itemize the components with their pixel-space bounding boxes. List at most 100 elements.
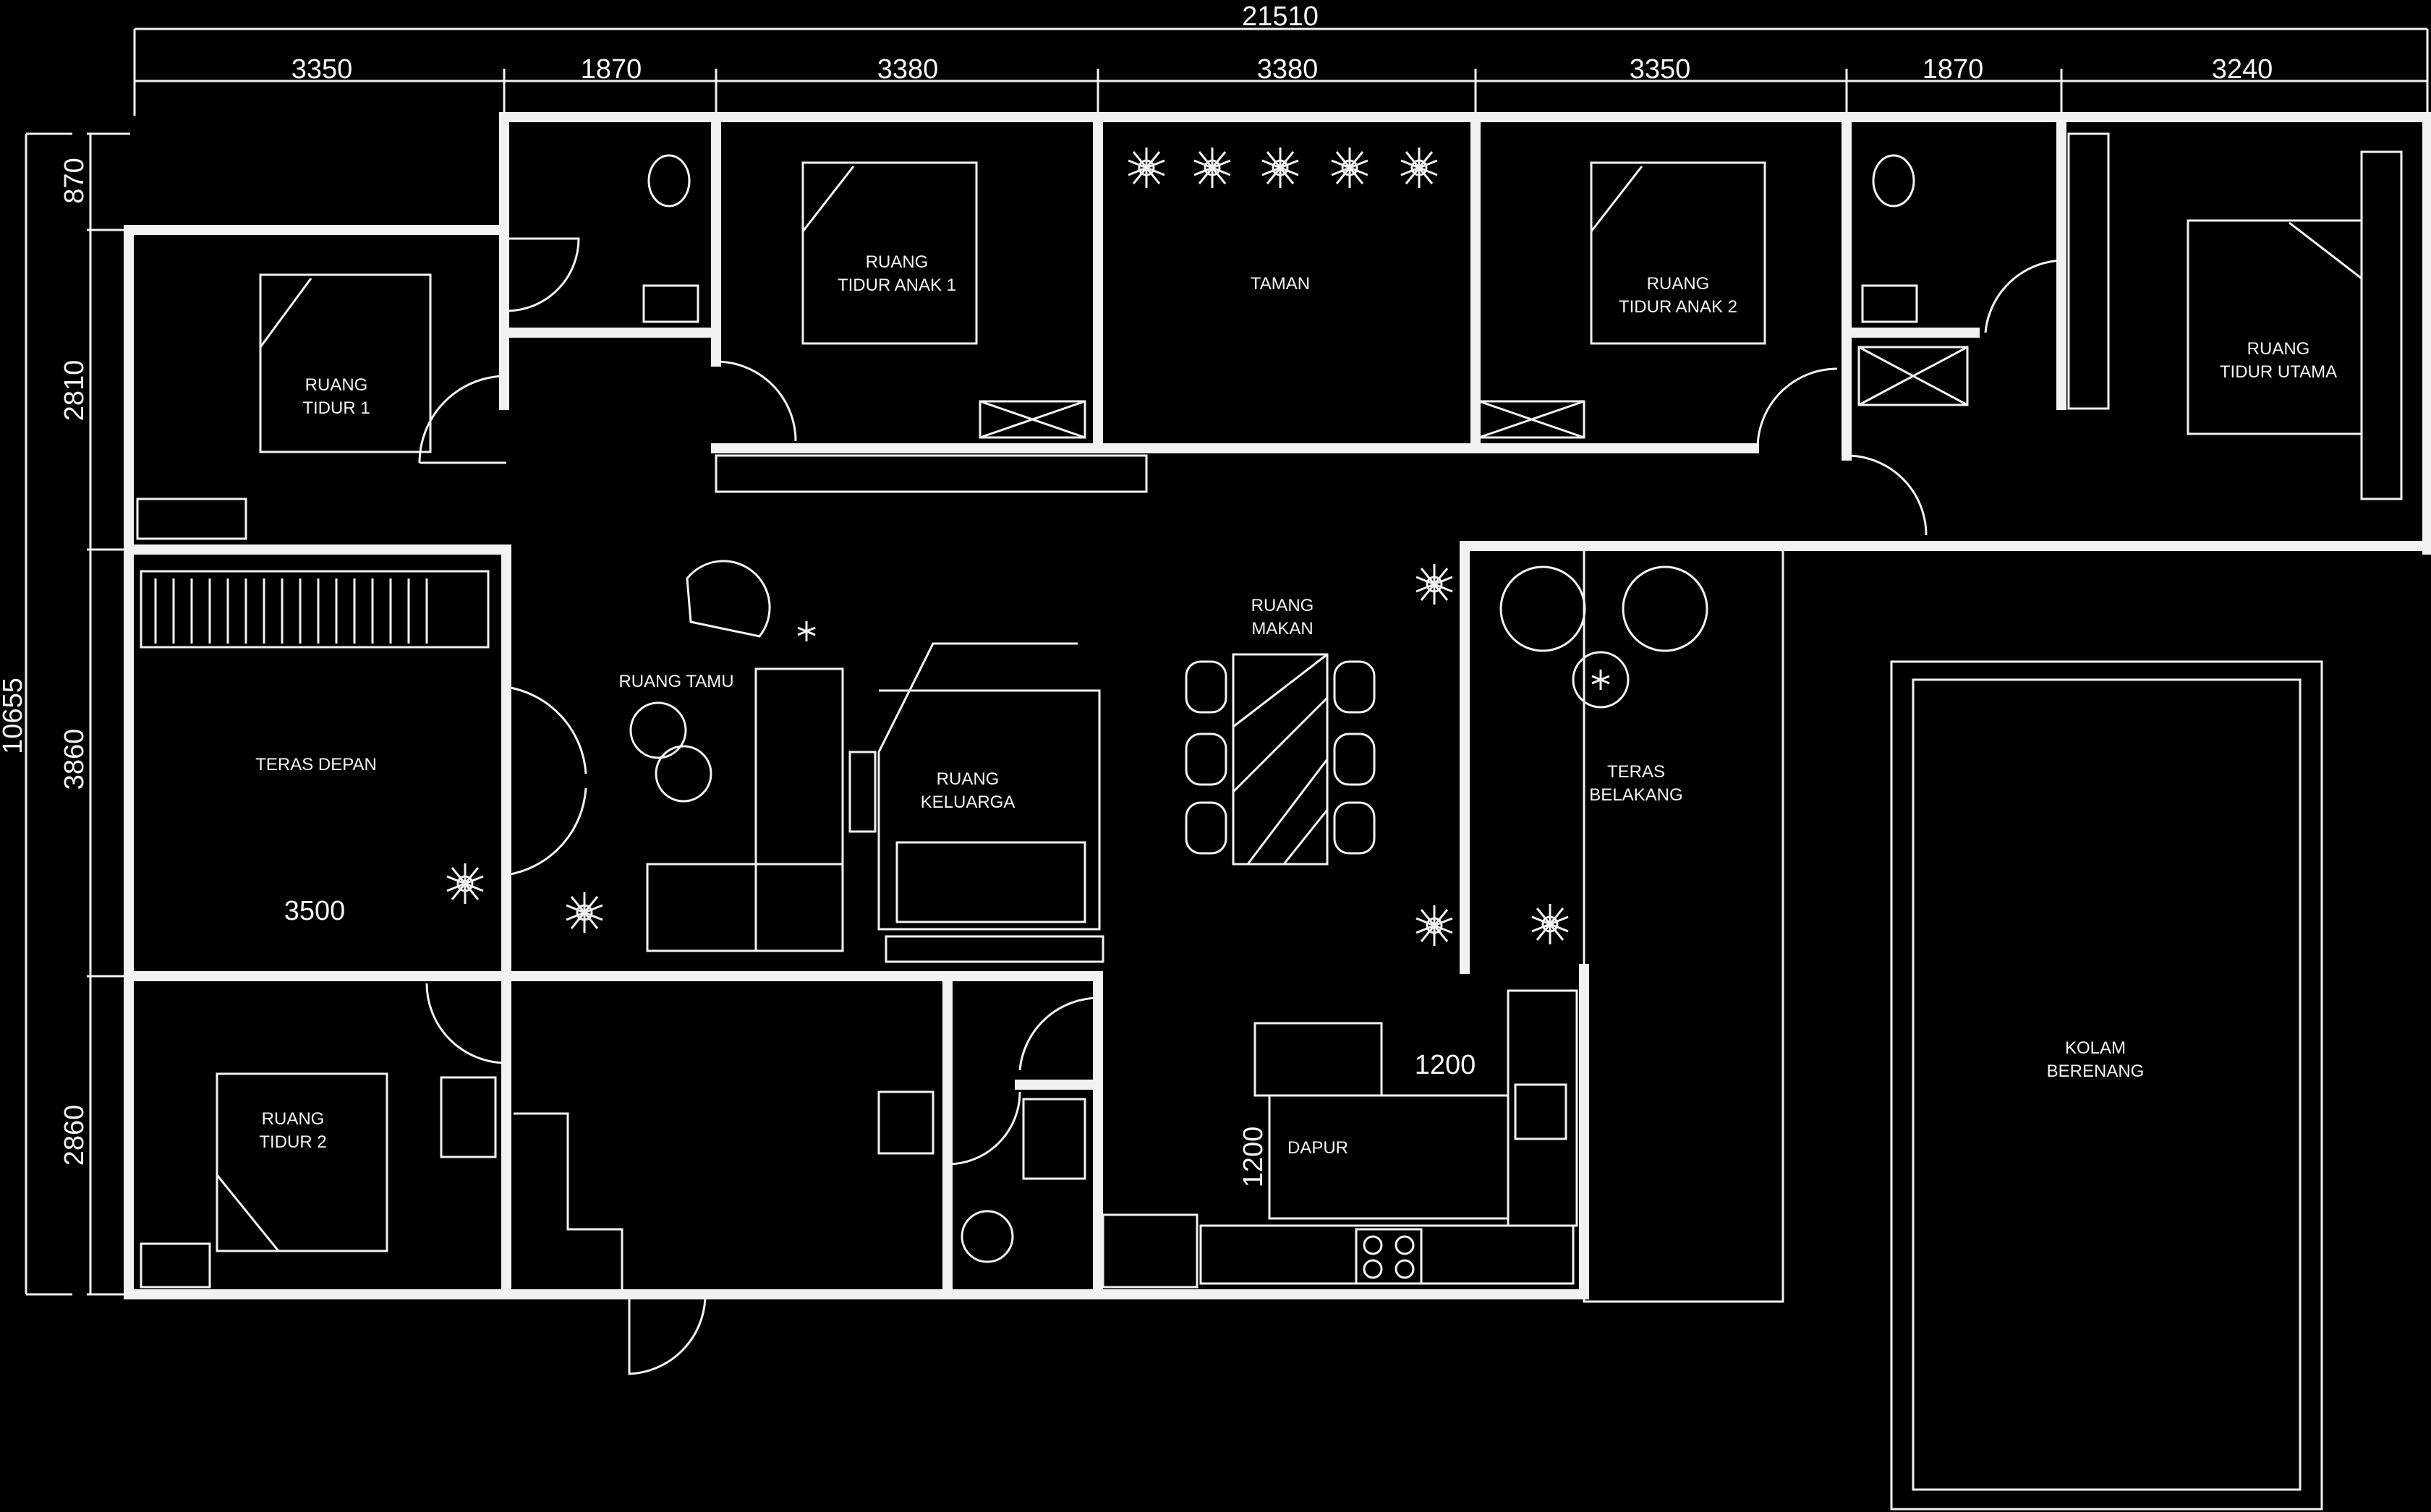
bed-fold-1: [259, 278, 312, 348]
dimension-lines: [25, 27, 2429, 1296]
door-master: [1846, 454, 1928, 536]
plant-icon: [1591, 670, 1610, 690]
plant-icon: [1128, 148, 1165, 188]
wardrobe-child-1: [979, 400, 1086, 439]
terrace-bench: [140, 570, 490, 649]
bath-3-counter: [1022, 1098, 1086, 1180]
top-dim-label: 3350: [1630, 54, 1691, 85]
furniture: [136, 132, 2403, 1511]
bed-child-1: [801, 161, 978, 345]
plant-icon: [1531, 904, 1569, 944]
label-ruang-tamu: RUANG TAMU: [618, 672, 733, 691]
wardrobe-child-2: [1478, 400, 1585, 439]
toilet-2: [1872, 154, 1915, 208]
bed-fold-2: [216, 1174, 280, 1252]
terrace-deck: [1583, 548, 1784, 1303]
pool-outer: [1890, 660, 2323, 1511]
lounge-chair-2: [1622, 565, 1708, 652]
kitchen-counter-side: [1507, 989, 1578, 1227]
service-walls: [501, 971, 1103, 1299]
wardrobe-bedroom-2: [440, 1076, 497, 1158]
side-table: [1572, 651, 1630, 709]
label-taman: TAMAN: [1251, 274, 1310, 294]
overall-width-label: 21510: [1242, 1, 1319, 32]
top-dim-label: 1870: [1923, 54, 1984, 85]
dapur-depth-label: 1200: [1238, 1127, 1269, 1188]
door-kitchen: [1018, 996, 1100, 1071]
sink-1: [642, 284, 699, 323]
toilet-1: [647, 154, 691, 208]
door-bedroom-1: [418, 375, 507, 464]
wardrobe-child-2-x: [1478, 400, 1585, 439]
top-dim-label: 3240: [2212, 54, 2273, 85]
door-service: [628, 1297, 707, 1375]
plants: [446, 148, 1610, 946]
wardrobe-bedroom-1: [136, 497, 247, 540]
family-cabinet: [885, 935, 1104, 963]
plant-icon: [1193, 148, 1231, 188]
doors: [418, 237, 2066, 1375]
door-bath-1: [506, 237, 580, 312]
door-main-entrance: [506, 685, 587, 876]
nightstand-bedroom-2: [140, 1242, 211, 1289]
plant-icon: [1415, 905, 1453, 946]
corridor-shelf: [715, 454, 1148, 493]
label-teras-depan: TERAS DEPAN: [255, 755, 377, 774]
burner-1: [1363, 1235, 1383, 1255]
bed-bedroom-2: [216, 1072, 388, 1252]
top-dim-label: 3380: [1257, 54, 1319, 85]
stove: [1355, 1228, 1423, 1285]
dimension-labels: 21510 3350 1870 3380 3380 3350 1870 3240…: [0, 1, 2273, 1187]
small-stool-2: [655, 745, 712, 803]
fridge: [1102, 1213, 1199, 1289]
door-child-2: [1756, 367, 1838, 449]
top-dim-label: 3380: [877, 54, 939, 85]
chair-r1: [1333, 660, 1376, 714]
chair-l3: [1185, 801, 1227, 855]
closet-master: [2067, 132, 2110, 410]
left-dim-label: 3860: [59, 729, 90, 790]
top-dim-label: 1870: [581, 54, 642, 85]
bed-bedroom-1: [259, 273, 432, 453]
wardrobe-child-1-x: [979, 400, 1086, 439]
plant-icon: [1400, 148, 1438, 188]
overall-height-dimension: [25, 132, 72, 1296]
plant-icon: [797, 621, 816, 641]
overall-height-label: 10655: [0, 678, 28, 754]
toilet-3: [961, 1210, 1014, 1263]
burner-3: [1363, 1259, 1383, 1279]
label-dapur: DAPUR: [1287, 1138, 1348, 1158]
bed-fold-child-1: [801, 166, 855, 232]
plant-icon: [1261, 148, 1299, 188]
pool-inner: [1912, 678, 2302, 1491]
chair-r2: [1333, 732, 1376, 786]
bedroom-2-closet: [514, 1112, 623, 1294]
door-bath-2: [1984, 259, 2066, 333]
left-dim-label: 2810: [59, 360, 90, 422]
plant-icon: [446, 863, 484, 904]
door-bedroom-2: [425, 983, 507, 1064]
bed-fold-master: [2289, 221, 2362, 280]
chair-r3: [1333, 801, 1376, 855]
family-sofa: [877, 642, 1101, 931]
small-stool-1: [629, 701, 687, 759]
left-dim-label: 2860: [59, 1105, 90, 1166]
armchair: [686, 560, 771, 638]
sink-2: [1861, 284, 1918, 323]
bed-child-2: [1590, 161, 1766, 345]
family-sofa-seat: [895, 841, 1086, 923]
washer: [877, 1090, 934, 1155]
plant-icon: [1415, 564, 1453, 605]
shower-2: [1857, 346, 1969, 406]
plant-icon: [1331, 148, 1368, 188]
